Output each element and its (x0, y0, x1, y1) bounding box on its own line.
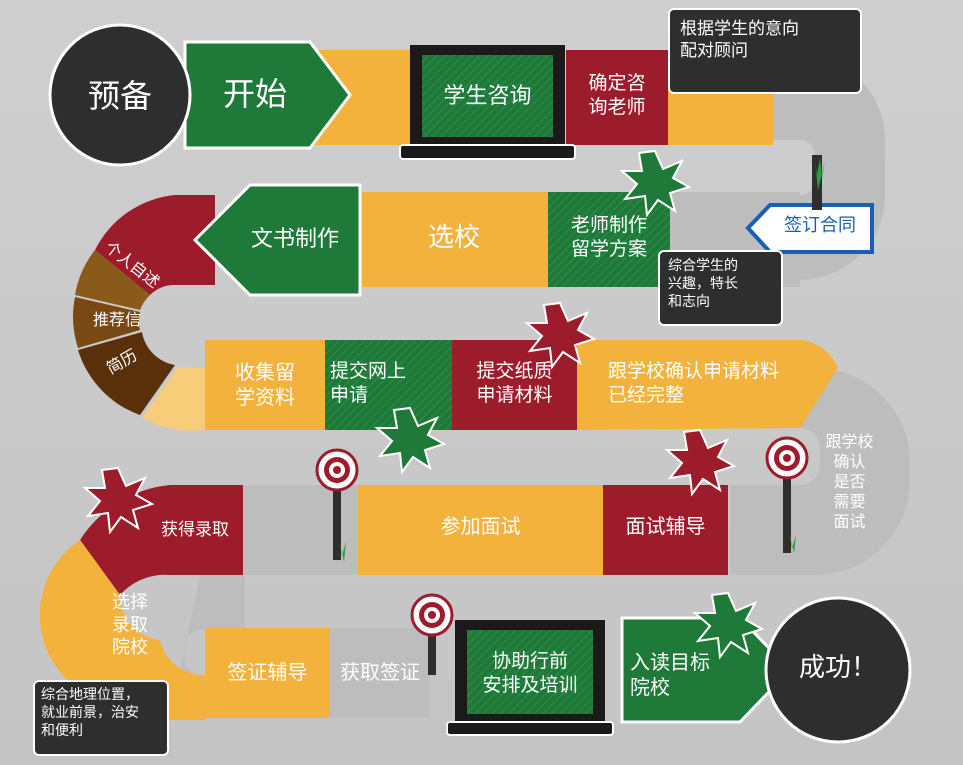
flag-pole-top (812, 155, 822, 210)
essay-arrow (192, 183, 362, 297)
seg-resume (78, 332, 175, 415)
interview-label: 参加面试 (440, 514, 521, 538)
tile-collect-bg (205, 340, 325, 430)
visa-coach-label: 签证辅导 (227, 660, 308, 684)
interview-question-label: 跟学校 确认 是否 需要 面试 (825, 432, 874, 531)
contract-tag (745, 203, 874, 254)
tile-coach-bg (603, 485, 728, 575)
tile-confirm-bg (577, 340, 838, 430)
grass-top (815, 158, 825, 190)
note-interest: 综合学生的 兴趣，特长 和志向 (658, 250, 783, 326)
starburst-coach (664, 428, 737, 497)
coach-label: 面试辅导 (625, 514, 706, 538)
essay-label: 文书制作 (250, 227, 339, 252)
success-circle (764, 596, 912, 744)
starburst-enroll (692, 591, 765, 660)
path-gray-visa (330, 628, 430, 718)
confirm-label: 跟学校确认申请材料 已经完整 (608, 360, 780, 406)
school-label: 选校 (427, 223, 480, 253)
target-interview (315, 448, 359, 562)
tile-school-bg (360, 192, 548, 287)
recommend-label: 推荐信 (92, 310, 141, 329)
start-arrow (183, 40, 352, 150)
target-confirm (765, 436, 809, 553)
predeparture-label: 协助行前 安排及培训 (482, 650, 578, 696)
laptop-top-base (399, 144, 576, 160)
tile-red-curve-row2 (95, 195, 215, 295)
starburst-admit (82, 466, 155, 535)
path-right-curve-mid (730, 368, 910, 575)
prepare-label: 预备 (87, 77, 152, 115)
note-location: 综合地理位置， 就业前景，治安 和便利 (33, 680, 169, 756)
tile-choose-bg2 (63, 540, 205, 720)
seg-light (142, 367, 205, 431)
success-label: 成功！ (798, 653, 877, 683)
target-visa (410, 593, 454, 675)
contract-label: 签订合同 (784, 215, 856, 236)
start-label: 开始 (222, 75, 287, 113)
laptop-bottom-display (467, 630, 593, 714)
starburst-plan (619, 149, 692, 218)
tile-visa-coach-bg (205, 628, 330, 718)
assign-label: 确定咨 询老师 (588, 72, 646, 118)
seg-statement (75, 250, 150, 310)
consult-label: 学生咨询 (443, 84, 532, 109)
starburst-online (374, 406, 447, 475)
collect-label: 收集留 学资料 (235, 360, 295, 409)
admit-label: 获得录取 (161, 520, 229, 540)
tile-interview-bg (358, 485, 603, 575)
note-match: 根据学生的意向 配对顾问 (668, 8, 862, 94)
prepare-circle (48, 23, 192, 167)
laptop-top-display (422, 55, 553, 137)
choose-label: 选择 录取 院校 (112, 592, 148, 658)
online-label: 提交网上 申请 (330, 360, 407, 406)
visa-label: 获取签证 (340, 660, 420, 684)
enroll-label: 入读目标 院校 (630, 650, 710, 699)
plan-label: 老师制作 留学方案 (570, 214, 647, 260)
tile-assign-bg (566, 50, 668, 145)
starburst-paper (524, 301, 597, 370)
tile-online-bg (325, 340, 452, 430)
seg-recommend (73, 297, 140, 348)
paper-label: 提交纸质 申请材料 (476, 360, 553, 406)
laptop-bottom-base (446, 721, 614, 736)
